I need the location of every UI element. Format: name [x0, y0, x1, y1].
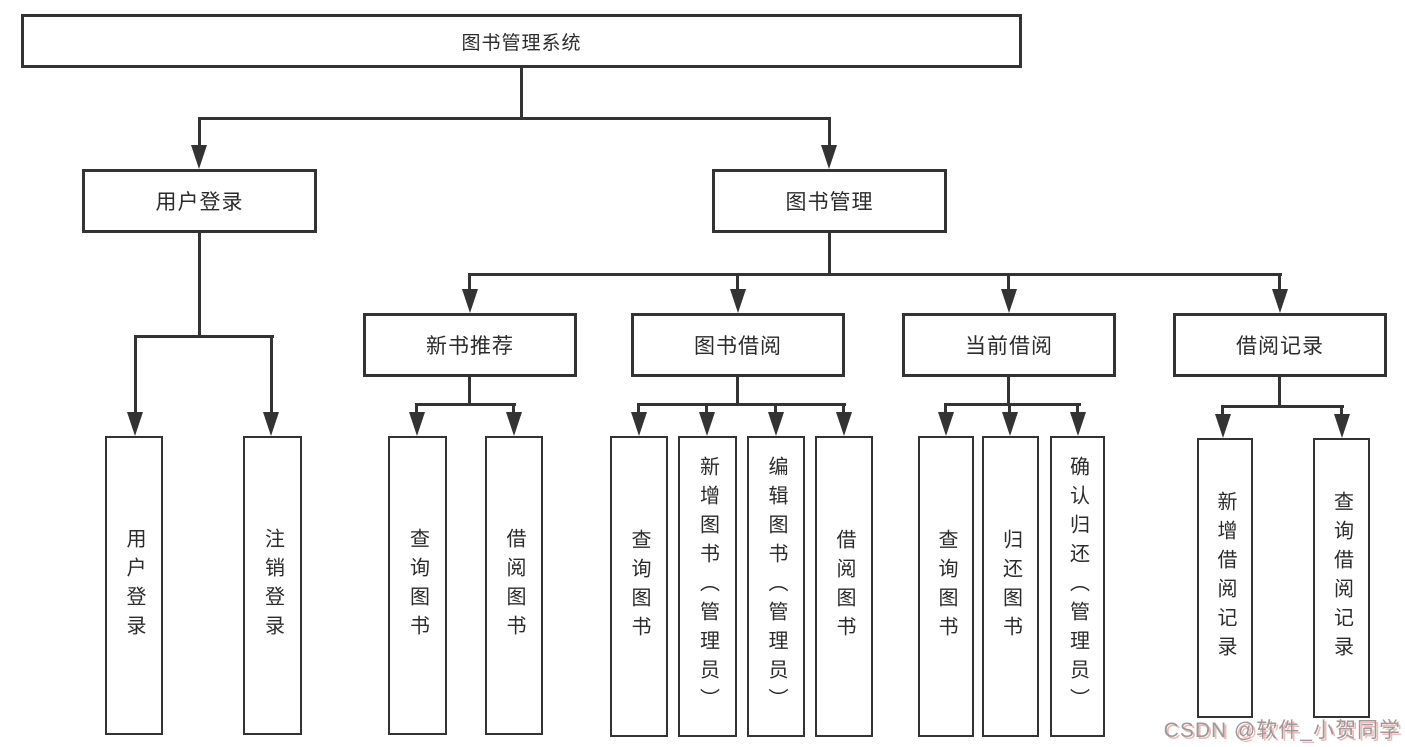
connector-records-vline — [1278, 377, 1281, 405]
connector-group-stub — [1278, 276, 1281, 291]
arrow-down-icon — [1001, 289, 1017, 313]
node-user-login: 用户登录 — [82, 169, 317, 233]
leaf-label: 新增借阅记录 — [1214, 491, 1236, 665]
leaf-label: 查询图书 — [628, 528, 650, 645]
connector-leaf-stub — [415, 406, 418, 415]
node-library-management-system: 图书管理系统 — [21, 14, 1022, 68]
node-borrowing-records: 借阅记录 — [1173, 313, 1387, 377]
arrow-down-icon — [699, 412, 715, 436]
arrow-down-icon — [821, 145, 837, 169]
leaf-label: 查询图书 — [406, 527, 429, 644]
leaf-label: 借阅图书 — [833, 528, 855, 645]
connector-leaf-stub — [705, 406, 708, 415]
leaf-query-borrow-record: 查询借阅记录 — [1313, 438, 1370, 718]
connector-user-login-stub — [198, 120, 201, 148]
leaf-edit-book-admin: 编辑图书（管理员） — [747, 436, 805, 737]
arrow-down-icon — [462, 289, 478, 313]
connector-newbook-hline — [415, 403, 516, 406]
connector-leaf-stub — [270, 338, 273, 415]
arrow-down-icon — [191, 145, 207, 169]
connector-book-mgmt-stub — [828, 120, 831, 148]
connector-user-group-hline — [134, 335, 274, 338]
arrow-down-icon — [730, 289, 746, 313]
arrow-down-icon — [836, 412, 852, 436]
leaf-logout: 注销登录 — [243, 436, 302, 735]
leaf-label: 编辑图书（管理员） — [765, 456, 787, 717]
leaf-borrow-books-borrowing: 借阅图书 — [815, 436, 873, 737]
leaf-query-books-recommend: 查询图书 — [388, 436, 447, 735]
arrow-down-icon — [631, 412, 647, 436]
csdn-watermark: CSDN @软件_小贺同学 — [1163, 719, 1401, 742]
connector-leaf-stub — [134, 338, 137, 415]
arrow-down-icon — [1070, 412, 1086, 436]
connector-level2-hline — [198, 117, 831, 120]
leaf-confirm-return-admin: 确认归还（管理员） — [1050, 436, 1105, 737]
node-book-management: 图书管理 — [712, 169, 947, 233]
connector-group-stub — [1007, 276, 1010, 291]
arrow-down-icon — [127, 412, 143, 436]
node-current-borrowing: 当前借阅 — [902, 313, 1116, 377]
connector-current-hline — [944, 403, 1081, 406]
arrow-down-icon — [506, 412, 522, 436]
connector-records-hline — [1221, 405, 1344, 408]
leaf-label: 确认归还（管理员） — [1066, 456, 1089, 717]
connector-leaf-stub — [637, 406, 640, 415]
connector-leaf-stub — [944, 406, 947, 415]
leaf-label: 注销登录 — [261, 527, 284, 644]
leaf-user-login: 用户登录 — [105, 436, 163, 735]
connector-leaf-stub — [1340, 408, 1343, 416]
leaf-label: 查询借阅记录 — [1330, 491, 1353, 665]
leaf-add-borrow-record: 新增借阅记录 — [1197, 438, 1253, 718]
arrow-down-icon — [1002, 412, 1018, 436]
connector-current-vline — [1007, 377, 1010, 403]
leaf-add-book-admin: 新增图书（管理员） — [678, 436, 737, 737]
leaf-label: 查询图书 — [935, 528, 957, 645]
arrow-down-icon — [1334, 414, 1350, 438]
connector-leaf-stub — [774, 406, 777, 415]
leaf-label: 用户登录 — [123, 527, 145, 644]
connector-level3-hline — [468, 273, 1282, 276]
arrow-down-icon — [1215, 414, 1231, 438]
arrow-down-icon — [938, 412, 954, 436]
leaf-return-books: 归还图书 — [982, 436, 1039, 737]
arrow-down-icon — [768, 412, 784, 436]
arrow-down-icon — [1272, 289, 1288, 313]
node-new-book-recommendation: 新书推荐 — [363, 313, 577, 377]
connector-leaf-stub — [1076, 406, 1079, 415]
connector-leaf-stub — [842, 406, 845, 415]
connector-borrowing-hline — [637, 403, 846, 406]
connector-leaf-stub — [1221, 408, 1224, 416]
arrow-down-icon — [409, 412, 425, 436]
leaf-borrow-books-recommend: 借阅图书 — [485, 436, 543, 735]
arrow-down-icon — [263, 412, 279, 436]
leaf-label: 新增图书（管理员） — [696, 456, 719, 717]
connector-leaf-stub — [512, 406, 515, 415]
connector-newbook-vline — [468, 377, 471, 403]
connector-group-stub — [468, 276, 471, 291]
node-book-borrowing: 图书借阅 — [631, 313, 845, 377]
leaf-label: 借阅图书 — [503, 527, 525, 644]
connector-user-login-vline — [198, 233, 201, 335]
leaf-query-books-current: 查询图书 — [918, 436, 974, 737]
connector-book-mgmt-vline — [828, 233, 831, 273]
leaf-label: 归还图书 — [999, 528, 1022, 645]
connector-root-vline — [520, 68, 523, 117]
connector-group-stub — [736, 276, 739, 291]
leaf-query-books-borrowing: 查询图书 — [610, 436, 668, 737]
connector-borrowing-vline — [736, 377, 739, 403]
connector-leaf-stub — [1008, 406, 1011, 415]
